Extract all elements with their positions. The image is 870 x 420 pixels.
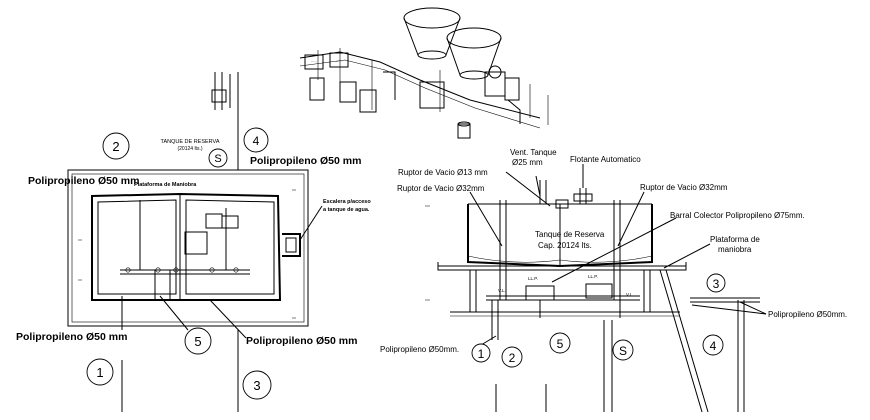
svg-text:5: 5 [194,334,201,349]
svg-text:LL.P.: LL.P. [528,276,538,281]
platform-label-line2: maniobra [718,245,752,254]
collector-label: Barral Colector Polipropileno Ø75mm. [670,211,805,220]
platform-label: Plataforma de Maniobra [134,182,197,188]
svg-text:.....: ..... [311,58,317,63]
float-valve-label: Flotante Automatico [570,155,641,164]
svg-text:V.L.: V.L. [626,292,634,297]
pipe-label-top-left: Polipropileno Ø50 mm [28,175,139,187]
svg-text:5: 5 [557,337,564,351]
section-view: V.L. LL.P. LL.P. V.L. 1 2 [380,148,847,413]
pipe-label-top-right: Polipropileno Ø50 mm [250,155,361,167]
marker-1: 1 [86,358,114,386]
section-marker-3: 3 [706,273,726,293]
marker-s: S [208,148,228,168]
svg-text:1: 1 [96,365,103,380]
reserve-tank-label-line1: Tanque de Reserva [535,230,605,239]
vent-label-line2: Ø25 mm [512,158,543,167]
vacuum-breaker-32-left-label: Ruptor de Vacio Ø32mm [397,184,485,193]
vacuum-breaker-32-right-label: Ruptor de Vacio Ø32mm [640,183,728,192]
marker-2: 2 [102,132,130,160]
vacuum-breaker-13-label: Ruptor de Vacio Ø13 mm [398,168,488,177]
svg-text:1: 1 [478,347,485,361]
tank-capacity-label: (20124 lts.) [177,146,202,152]
marker-5: 5 [184,327,212,355]
svg-text:3: 3 [713,277,720,291]
svg-text:2: 2 [509,351,516,365]
svg-text:S: S [214,153,221,165]
pipe-label-section-right: Polipropileno Ø50mm. [768,310,847,319]
ladder-label-line2: a tanque de agua. [323,207,370,213]
ladder-label-line1: Escalera p/acceso [323,199,371,205]
section-marker-1: 1 [471,343,491,363]
tank-title-label: TANQUE DE RESERVA [161,139,220,145]
reserve-tank-label-line2: Cap. 20124 lts. [538,241,592,250]
svg-text:4: 4 [253,134,260,148]
marker-3: 3 [242,370,272,400]
svg-text:LL.P.: LL.P. [588,274,598,279]
vent-label-line1: Vent. Tanque [510,148,557,157]
svg-text:S: S [619,344,627,358]
pipe-label-bottom-right: Polipropileno Ø50 mm [246,335,357,347]
svg-text:2: 2 [112,139,119,154]
pipe-label-bottom-left: Polipropileno Ø50 mm [16,331,127,343]
isometric-view: ..... ..... [299,7,549,139]
svg-text:V.L.: V.L. [498,288,506,293]
pipe-label-section-left: Polipropileno Ø50mm. [380,345,459,354]
marker-4: 4 [243,127,269,153]
svg-text:3: 3 [253,378,260,393]
svg-text:.....: ..... [336,58,342,63]
section-marker-5: 5 [549,332,571,354]
plan-view: 2 4 S 5 1 3 TANQUE DE RESERVA (20124 lts… [16,72,371,412]
platform-label-line1: Plataforma de [710,235,760,244]
svg-text:4: 4 [710,339,717,353]
section-marker-s: S [612,339,634,361]
section-marker-4: 4 [702,334,724,356]
section-marker-2: 2 [501,346,523,368]
